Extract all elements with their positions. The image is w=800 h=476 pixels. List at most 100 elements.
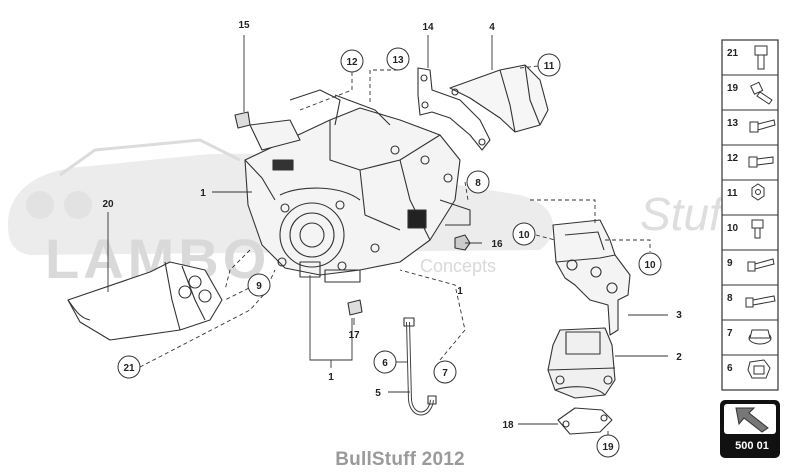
- svg-text:1: 1: [457, 286, 463, 297]
- bolt-icon: [747, 258, 775, 272]
- nut-icon: [751, 183, 765, 201]
- svg-text:10: 10: [644, 260, 656, 271]
- callout-2[interactable]: 2: [676, 352, 682, 363]
- callout-7[interactable]: 7: [433, 360, 457, 384]
- bracket-14: [417, 67, 491, 151]
- svg-text:19: 19: [602, 442, 614, 453]
- svg-text:9: 9: [727, 258, 733, 269]
- bolt-icon: [751, 219, 764, 239]
- diagram-code-label: 500 01: [735, 440, 769, 452]
- legend-cell-7[interactable]: 7: [727, 328, 772, 345]
- callout-5[interactable]: 5: [375, 388, 381, 399]
- watermark-concepts: Concepts: [420, 256, 496, 276]
- svg-text:1: 1: [328, 372, 334, 383]
- callout-20[interactable]: 20: [102, 199, 114, 210]
- svg-text:21: 21: [123, 363, 135, 374]
- svg-text:12: 12: [727, 153, 739, 164]
- svg-text:8: 8: [475, 178, 481, 189]
- callout-12[interactable]: 12: [340, 49, 364, 73]
- callout-18[interactable]: 18: [502, 420, 514, 431]
- svg-text:10: 10: [727, 223, 739, 234]
- callout-15[interactable]: 15: [238, 20, 250, 31]
- callout-16[interactable]: 16: [491, 239, 503, 250]
- svg-text:6: 6: [727, 363, 733, 374]
- svg-text:4: 4: [489, 22, 495, 33]
- footer-credit: BullStuff 2012: [335, 449, 465, 470]
- clip-icon: [747, 359, 771, 379]
- svg-text:15: 15: [238, 20, 250, 31]
- legend-cell-19[interactable]: 19: [727, 81, 773, 105]
- dashed-leader-lines: [139, 65, 651, 435]
- svg-text:21: 21: [727, 48, 739, 59]
- callout-4[interactable]: 4: [489, 22, 495, 33]
- svg-text:11: 11: [727, 188, 738, 199]
- engine-mount-2: [547, 327, 616, 399]
- callout-19[interactable]: 19: [596, 434, 620, 458]
- svg-text:2: 2: [676, 352, 682, 363]
- bolt-icon: [749, 119, 776, 133]
- callout-17[interactable]: 17: [348, 330, 360, 341]
- legend-cell-12[interactable]: 12: [727, 153, 774, 168]
- svg-text:5: 5: [375, 388, 381, 399]
- bolt-icon: [750, 81, 773, 105]
- svg-text:9: 9: [256, 281, 262, 292]
- svg-text:17: 17: [348, 330, 360, 341]
- mount-bracket-3: [552, 219, 631, 336]
- svg-text:16: 16: [491, 239, 503, 250]
- callout-1b[interactable]: 1: [457, 286, 463, 297]
- legend-cell-21[interactable]: 21: [727, 45, 768, 70]
- callout-11[interactable]: 11: [537, 53, 561, 77]
- plate-18: [557, 407, 613, 435]
- svg-text:10: 10: [518, 230, 530, 241]
- svg-text:18: 18: [502, 420, 514, 431]
- callout-21[interactable]: 21: [117, 355, 141, 379]
- svg-text:13: 13: [727, 118, 739, 129]
- diagram-code-box: [720, 400, 780, 458]
- legend-cell-10[interactable]: 10: [727, 219, 764, 239]
- bolt-icon: [745, 295, 776, 308]
- nut-16: [454, 234, 471, 251]
- legend-cell-9[interactable]: 9: [727, 258, 775, 272]
- callout-1c[interactable]: 1: [328, 372, 334, 383]
- callout-10a[interactable]: 10: [512, 222, 536, 246]
- callout-9[interactable]: 9: [247, 273, 271, 297]
- legend-cell-8[interactable]: 8: [727, 293, 776, 308]
- callout-14[interactable]: 14: [422, 22, 434, 33]
- svg-text:20: 20: [102, 199, 114, 210]
- svg-text:11: 11: [544, 61, 555, 72]
- svg-text:13: 13: [392, 55, 404, 66]
- heat-shield: [67, 261, 223, 341]
- legend-cell-11[interactable]: 11: [727, 183, 765, 201]
- callout-8[interactable]: 8: [466, 170, 490, 194]
- legend-cell-6[interactable]: 6: [727, 359, 771, 379]
- cover-4: [449, 64, 549, 133]
- svg-text:3: 3: [676, 310, 682, 321]
- hose-5: [403, 317, 437, 416]
- plug-15: [234, 111, 251, 129]
- callout-6[interactable]: 6: [373, 350, 397, 374]
- gearbox-housing: [244, 89, 471, 283]
- bolt-icon: [754, 45, 768, 70]
- legend-cell-13[interactable]: 13: [727, 118, 776, 133]
- fastener-legend: 21 19 13 12 11: [721, 39, 779, 391]
- legend-dividers: [722, 74, 778, 356]
- svg-text:7: 7: [727, 328, 733, 339]
- svg-text:1: 1: [200, 188, 206, 199]
- svg-text:7: 7: [442, 368, 448, 379]
- callout-10b[interactable]: 10: [638, 252, 662, 276]
- callout-1a[interactable]: 1: [200, 188, 206, 199]
- svg-text:19: 19: [727, 83, 739, 94]
- leader-lines: [107, 35, 668, 425]
- clip-icon: [748, 329, 772, 345]
- callout-3[interactable]: 3: [676, 310, 682, 321]
- plug-17: [347, 299, 363, 316]
- bolt-icon: [748, 156, 774, 168]
- svg-text:14: 14: [422, 22, 434, 33]
- svg-text:8: 8: [727, 293, 733, 304]
- svg-text:12: 12: [346, 57, 358, 68]
- svg-text:6: 6: [382, 358, 388, 369]
- callout-13[interactable]: 13: [386, 47, 410, 71]
- arrow-icon: [735, 407, 769, 433]
